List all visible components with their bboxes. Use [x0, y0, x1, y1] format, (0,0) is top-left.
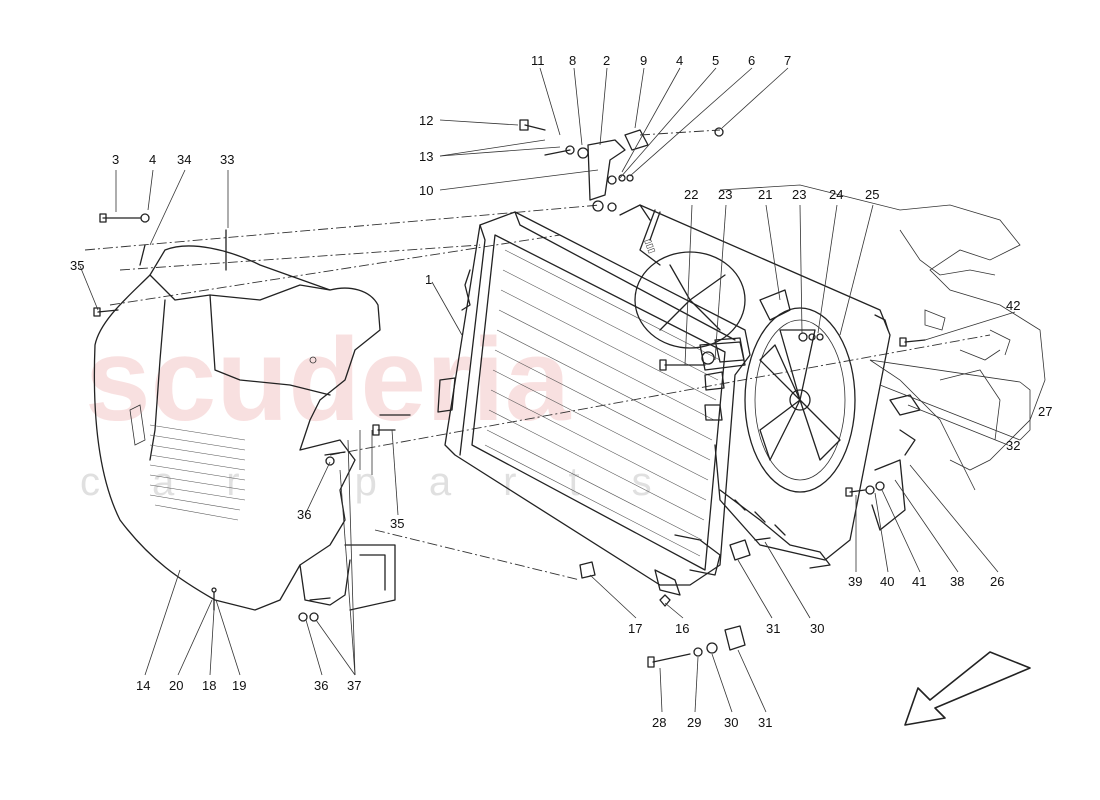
- assembly-axes: [84, 129, 991, 581]
- cooling-fan-assembly: ▯▯▯: [619, 204, 891, 569]
- callout-33: 33: [220, 152, 234, 167]
- callout-36-top: 36: [297, 507, 311, 522]
- callout-35-bottom: 35: [390, 516, 404, 531]
- callout-12: 12: [419, 113, 433, 128]
- callout-31-top: 31: [766, 621, 780, 636]
- watermark-brand: scuderia: [85, 314, 572, 446]
- callout-22: 22: [684, 187, 698, 202]
- callout-19: 19: [232, 678, 246, 693]
- leader-lines: [79, 67, 1031, 713]
- callout-39: 39: [848, 574, 862, 589]
- callout-21: 21: [758, 187, 772, 202]
- callout-24: 24: [829, 187, 843, 202]
- callout-36-bottom: 36: [314, 678, 328, 693]
- callout-32: 32: [1006, 438, 1020, 453]
- callout-16: 16: [675, 621, 689, 636]
- callout-41: 41: [912, 574, 926, 589]
- fasteners: [93, 213, 926, 668]
- callout-23-right: 23: [792, 187, 806, 202]
- radiator: [437, 211, 751, 596]
- callout-labels: 11 8 2 9 4 5 6 7 12 13 10 3 4 34 33 35 1…: [70, 53, 1052, 730]
- callout-30-top: 30: [810, 621, 824, 636]
- front-direction-arrow: [904, 651, 1031, 726]
- callout-10: 10: [419, 183, 433, 198]
- callout-2: 2: [603, 53, 610, 68]
- callout-40: 40: [880, 574, 894, 589]
- callout-28: 28: [652, 715, 666, 730]
- callout-7: 7: [784, 53, 791, 68]
- engine-background: [719, 184, 1046, 491]
- callout-26: 26: [990, 574, 1004, 589]
- callout-3: 3: [112, 152, 119, 167]
- callout-23: 23: [718, 187, 732, 202]
- callout-27: 27: [1038, 404, 1052, 419]
- callout-29: 29: [687, 715, 701, 730]
- callout-42: 42: [1006, 298, 1020, 313]
- callout-35-top: 35: [70, 258, 84, 273]
- radiator-core-fins: [484, 249, 721, 557]
- callout-34: 34: [177, 152, 191, 167]
- callout-8: 8: [569, 53, 576, 68]
- callout-38: 38: [950, 574, 964, 589]
- callout-17: 17: [628, 621, 642, 636]
- watermark-subtitle: car parts: [80, 460, 704, 504]
- duct-grille: [149, 424, 246, 521]
- air-duct-shroud: [93, 245, 396, 611]
- callout-5: 5: [712, 53, 719, 68]
- callout-1: 1: [425, 272, 432, 287]
- callout-6: 6: [748, 53, 755, 68]
- svg-text:▯▯▯: ▯▯▯: [643, 237, 657, 254]
- callout-4: 4: [676, 53, 683, 68]
- callout-25: 25: [865, 187, 879, 202]
- callout-11: 11: [531, 53, 545, 68]
- callout-30-bottom: 30: [724, 715, 738, 730]
- callout-4-left: 4: [149, 152, 156, 167]
- callout-9: 9: [640, 53, 647, 68]
- callout-13: 13: [419, 149, 433, 164]
- callout-14: 14: [136, 678, 150, 693]
- callout-37: 37: [347, 678, 361, 693]
- callout-18: 18: [202, 678, 216, 693]
- upper-mount-hardware: [519, 119, 724, 212]
- callout-20: 20: [169, 678, 183, 693]
- callout-31-bottom: 31: [758, 715, 772, 730]
